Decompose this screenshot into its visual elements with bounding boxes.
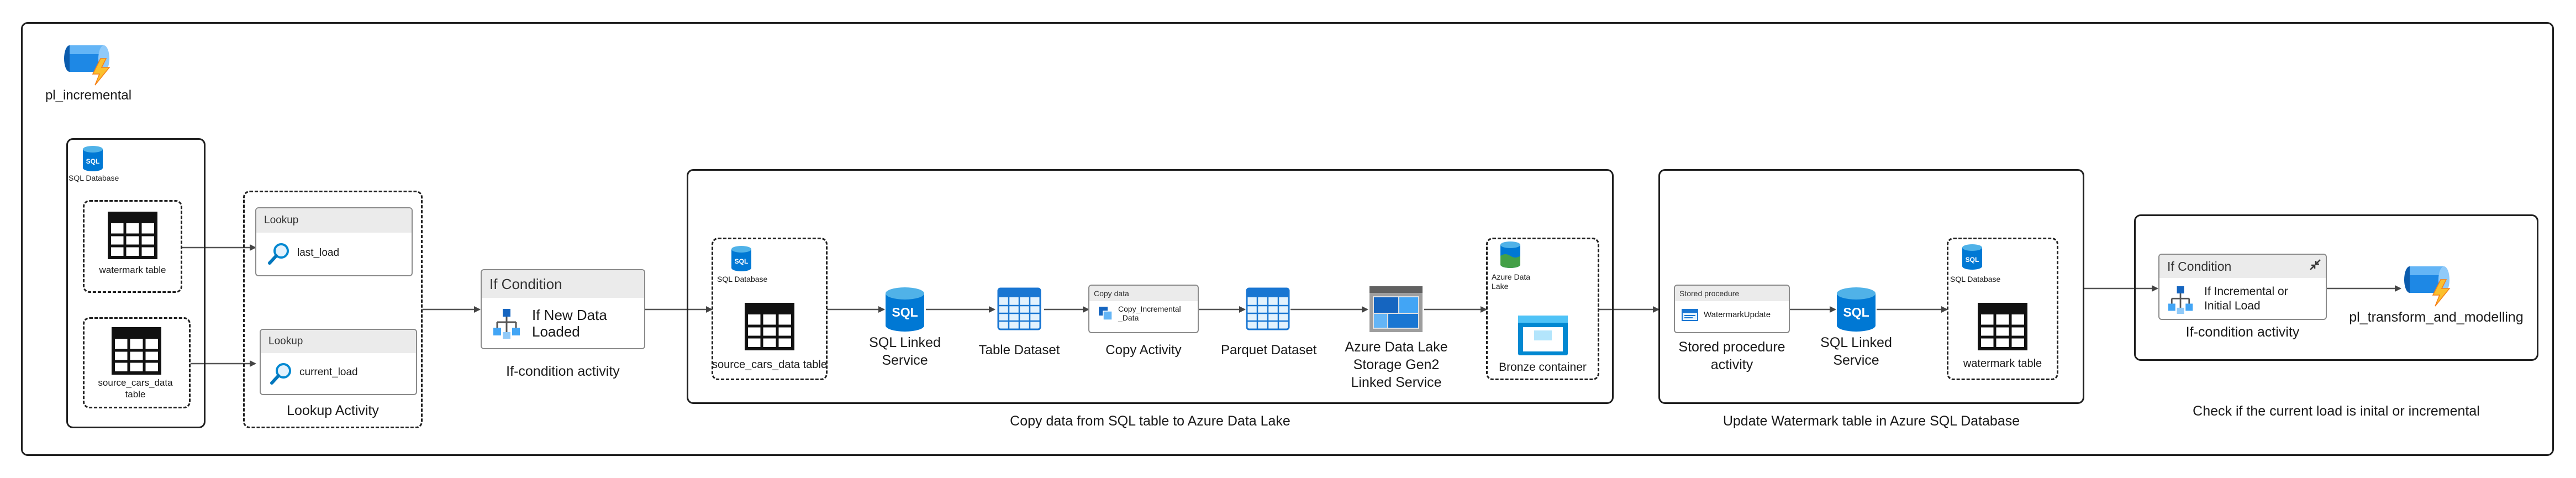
svg-text:SQL: SQL — [892, 305, 918, 319]
magnifier-icon — [267, 242, 291, 265]
next-pipeline-name: pl_transform_and_modelling — [2349, 309, 2524, 325]
lookup-panel — [243, 191, 423, 428]
azure-data-lake-icon — [1499, 240, 1521, 269]
source-table-label: source_cars_data table — [98, 377, 173, 400]
storage-container-icon — [1518, 315, 1568, 356]
if-condition-body: If New Data Loaded — [532, 307, 607, 340]
source-table-node[interactable] — [83, 317, 191, 408]
stored-procedure-icon — [1682, 309, 1698, 321]
pipeline-frame — [21, 22, 2554, 456]
pipeline-name: pl_incremental — [45, 88, 132, 103]
copy-data-icon — [1098, 306, 1113, 321]
watermark-target-table-node[interactable] — [1947, 238, 2058, 380]
table-grid-icon — [1978, 303, 2027, 350]
watermark-table-node[interactable] — [83, 200, 182, 293]
if-condition-body: If Incremental or Initial Load — [2204, 285, 2288, 312]
lookup-caption: Lookup Activity — [287, 403, 379, 418]
if-condition-header: If Condition — [482, 270, 644, 298]
if-condition-caption: If-condition activity — [2185, 324, 2300, 340]
lookup-last-load-name: last_load — [297, 247, 340, 259]
lookup-card-last-load[interactable]: Lookup — [255, 207, 413, 276]
parquet-dataset-icon[interactable] — [1246, 287, 1290, 330]
adls-linked-service-label: Azure Data Lake Storage Gen2 Linked Serv… — [1345, 339, 1448, 390]
lookup-card-header: Lookup — [261, 330, 416, 353]
watermark-target-table-label: watermark table — [1963, 358, 2042, 370]
svg-text:SQL: SQL — [86, 157, 100, 165]
bronze-container-node[interactable] — [1486, 238, 1599, 380]
copy-source-table-label: source_cars_data table — [712, 359, 827, 371]
table-grid-icon — [112, 327, 161, 375]
table-dataset-label: Table Dataset — [978, 343, 1060, 358]
pipeline-lightning-icon[interactable] — [2402, 263, 2457, 307]
watermark-sql-linked-service-label: SQL Linked Service — [1820, 335, 1892, 368]
svg-text:SQL: SQL — [1843, 305, 1869, 319]
lookup-card-header: Lookup — [256, 208, 412, 233]
sql-database-icon: SQL — [1961, 243, 1983, 271]
if-condition-header: If Condition — [2159, 255, 2326, 278]
adl-label: Azure Data Lake — [1492, 272, 1531, 291]
watermark-group — [1658, 169, 2084, 404]
lookup-current-load-name: current_load — [299, 366, 358, 378]
copy-activity-caption: Copy Activity — [1105, 343, 1182, 358]
copy-source-table-node[interactable] — [712, 238, 828, 380]
copy-activity-header: Copy data — [1089, 286, 1198, 301]
watermark-table-label: watermark table — [99, 265, 166, 275]
watermark-db-label: SQL Database — [1950, 275, 2001, 283]
magnifier-icon — [270, 362, 293, 385]
stored-procedure-caption: Stored procedure activity — [1678, 339, 1785, 372]
stored-procedure-header: Stored procedure — [1675, 286, 1789, 301]
svg-text:SQL: SQL — [1966, 256, 1979, 264]
copy-activity-name: Copy_Incremental_Data — [1118, 304, 1181, 322]
if-condition-group-caption: Check if the current load is inital or i… — [2193, 403, 2480, 419]
if-condition-group — [2134, 214, 2538, 361]
table-grid-icon — [108, 212, 157, 259]
pipeline-lightning-icon — [62, 42, 117, 86]
table-grid-icon — [745, 303, 794, 350]
sql-database-icon[interactable]: SQL — [884, 286, 926, 333]
watermark-group-caption: Update Watermark table in Azure SQL Data… — [1722, 413, 2020, 429]
lookup-card-current-load[interactable]: Lookup — [260, 329, 417, 395]
collapse-arrows-icon[interactable] — [2308, 258, 2322, 272]
stored-procedure-name: WatermarkUpdate — [1704, 310, 1771, 319]
adls-gen2-icon[interactable] — [1369, 286, 1423, 333]
copy-group-caption: Copy data from SQL table to Azure Data L… — [1010, 413, 1290, 429]
copy-group — [687, 169, 1614, 404]
sql-database-icon: SQL — [730, 245, 752, 272]
svg-text:SQL: SQL — [735, 258, 749, 265]
copy-db-label: SQL Database — [717, 275, 768, 283]
copy-sql-linked-service-label: SQL Linked Service — [869, 335, 941, 368]
source-db-label: SQL Database — [69, 174, 119, 182]
source-panel — [66, 138, 206, 428]
bronze-container-label: Bronze container — [1499, 361, 1587, 374]
table-dataset-icon[interactable] — [997, 287, 1041, 330]
sql-database-icon: SQL — [82, 145, 104, 172]
if-condition-icon — [492, 308, 521, 340]
parquet-dataset-label: Parquet Dataset — [1221, 343, 1317, 358]
sql-database-icon[interactable]: SQL — [1835, 286, 1877, 333]
if-condition-caption: If-condition activity — [506, 364, 620, 379]
if-condition-icon — [2167, 285, 2194, 315]
